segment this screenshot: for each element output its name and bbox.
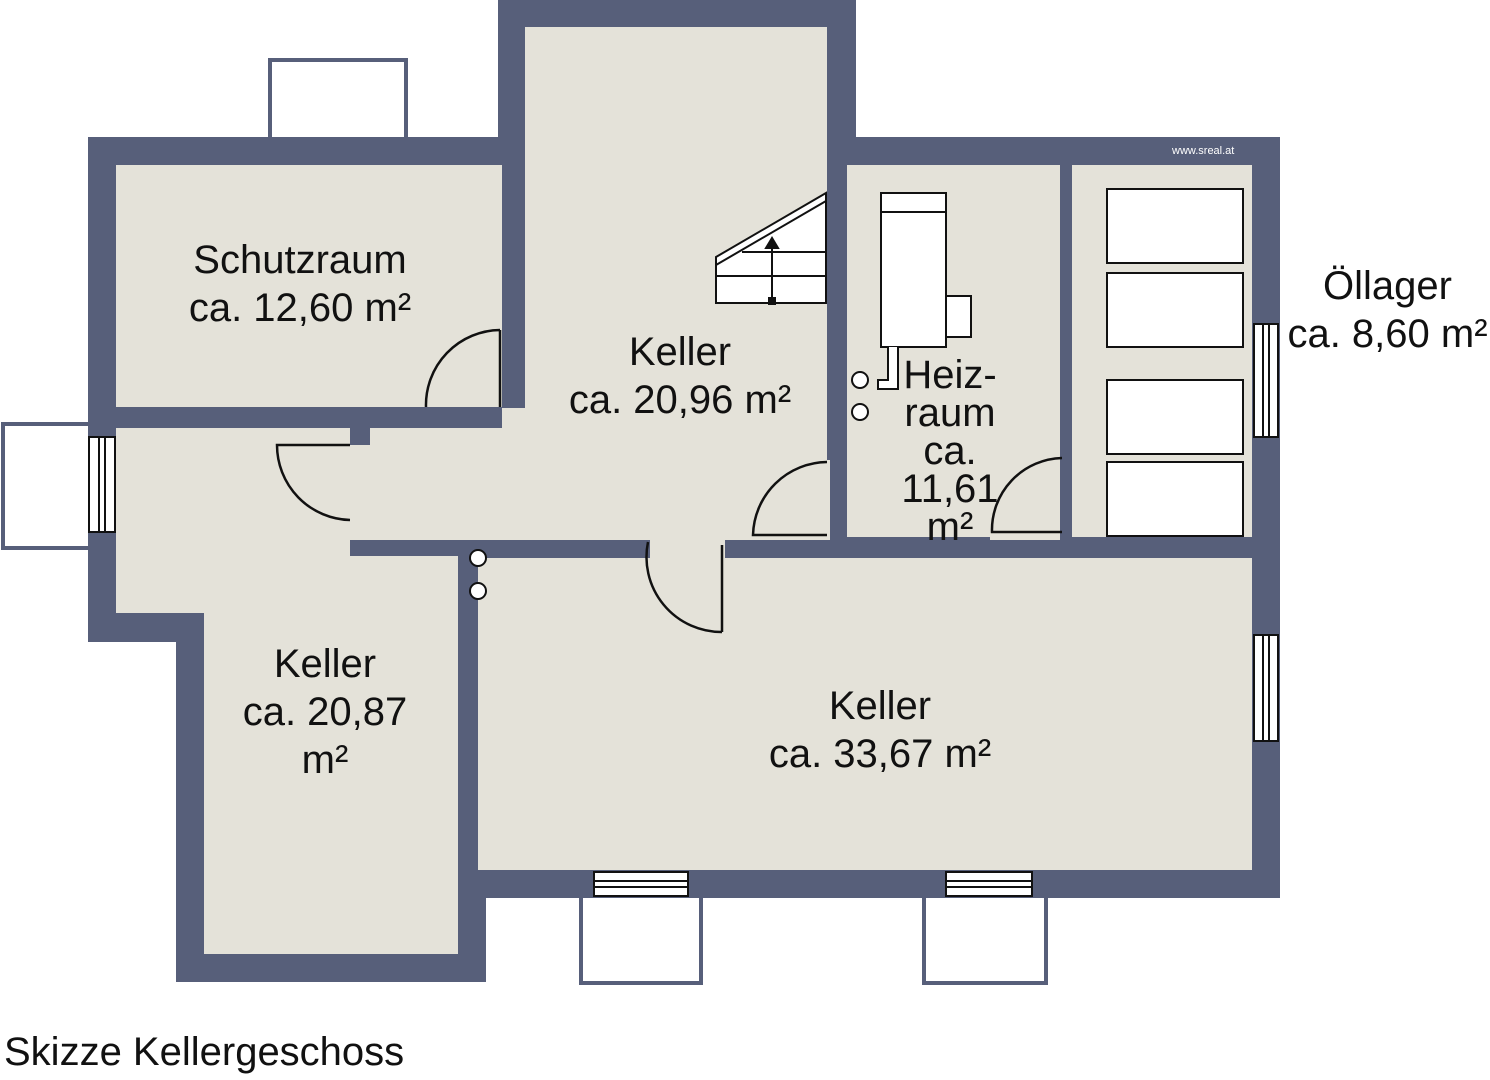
windows [88,323,1279,897]
room-area: ca. 20,96 m² [568,378,792,422]
room-label-keller-stairs: Keller ca. 20,96 m² [530,328,830,424]
room-name: Keller [828,684,932,728]
room-area-2: 11,61 [901,467,999,511]
room-name: Schutzraum [193,238,407,282]
door-swings [275,328,1063,634]
door-keller-left [275,443,351,522]
floor-corridor [370,428,827,540]
room-area: ca. [923,429,977,473]
light-well-bottom-right [922,893,1048,985]
door-oellager [990,456,1063,534]
oil-tank-icons [1106,188,1244,537]
room-name: Öllager [1323,264,1452,308]
door-keller-big [645,541,724,634]
room-label-schutzraum: Schutzraum ca. 12,60 m² [150,236,450,332]
room-area: ca. 12,60 m² [188,286,412,330]
light-well-bottom-left [579,893,703,985]
room-area: ca. 8,60 m² [1287,312,1488,356]
room-area: ca. 20,87 [242,690,408,734]
room-label-oellager: Öllager ca. 8,60 m² [1280,262,1490,358]
room-name-2: raum [904,391,996,435]
floors [116,27,1252,954]
room-area-2: m² [301,738,349,782]
chimney-icons [469,371,869,600]
stairs-icon [715,191,827,305]
plan-caption: Skizze Kellergeschoss [4,1030,405,1074]
room-name: Keller [628,330,732,374]
room-area: ca. 33,67 m² [768,732,992,776]
watermark: www.sreal.at [1172,145,1235,157]
room-area-3: m² [926,505,974,549]
window-right [1253,634,1279,742]
room-label-heizraum: Heiz- raum ca. 11,61 m² [890,353,1010,549]
room-label-keller-big: Keller ca. 33,67 m² [730,682,1030,778]
door-schutzraum [424,328,502,408]
window-left [88,436,116,533]
floor-keller-big [478,558,1252,870]
boiler-icon [877,192,972,390]
light-well-top [268,58,408,144]
light-well-left [1,422,97,550]
window-bottom-left [593,871,689,897]
window-bottom-right [945,871,1033,897]
room-label-keller-left: Keller ca. 20,87 m² [200,640,450,784]
window-oellager [1253,323,1279,438]
room-name: Heiz- [903,353,997,397]
room-name: Keller [273,642,377,686]
door-heizraum [751,460,828,537]
